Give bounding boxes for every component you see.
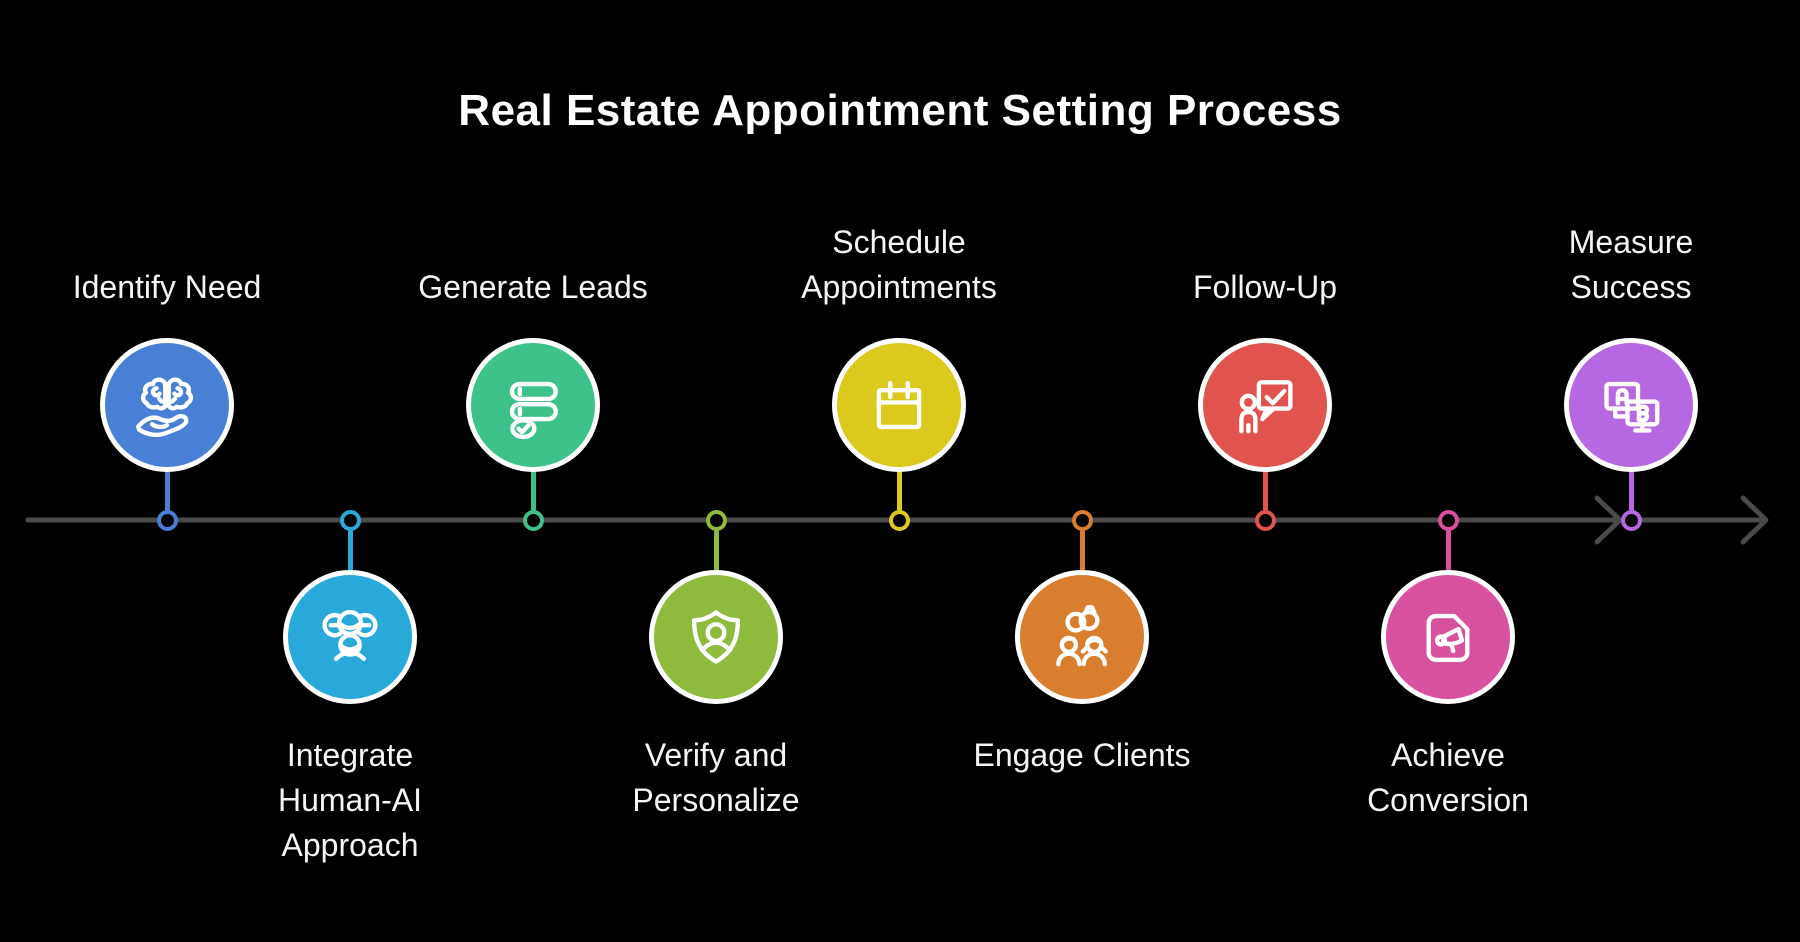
step-label-line: Identify Need [72,269,262,305]
connector-stem [1445,530,1451,571]
step-icon-slot [1589,363,1673,447]
page-title: Real Estate Appointment Setting Process [458,86,1342,135]
step-label-line: Measure [1568,224,1694,260]
step-icon-slot [1223,363,1307,447]
human-ai-group-icon [322,609,378,662]
connector-stem [713,530,719,571]
lead-database-check-icon [509,381,558,440]
timeline-end-arrowhead [1740,495,1769,545]
step-icon-slot [1406,595,1490,679]
step-circle [1198,338,1332,472]
step-circle [1015,570,1149,704]
connector-ring [1071,509,1093,531]
step-icon-slot [857,363,941,447]
step-label-line: Generate Leads [418,269,648,305]
connector-ring [522,509,544,531]
step-circle [466,338,600,472]
step-label-line: Success [1570,269,1692,305]
step-label-line: Achieve [1391,737,1505,773]
connector-ring [1620,509,1642,531]
step-label: Follow-Up [1115,265,1415,310]
calendar-icon [876,380,922,430]
step-circle [283,570,417,704]
step-circle [1564,338,1698,472]
connector-stem [530,471,536,511]
step-icon-slot [1040,595,1124,679]
connector-ring [705,509,727,531]
step-label-line: Engage Clients [973,737,1191,773]
connector-ring [339,509,361,531]
connector-ring [156,509,178,531]
step-circle [649,570,783,704]
clients-couple-rings-icon [1056,605,1108,667]
step-label-line: Human-AI [277,782,423,818]
step-label: Engage Clients [932,733,1232,778]
step-label-line: Approach [281,827,419,863]
step-icon-slot [125,363,209,447]
step-label-line: Personalize [632,782,800,818]
connector-stem [347,530,353,571]
step-label-line: Schedule [832,224,966,260]
megaphone-document-icon [1426,613,1470,662]
step-label-line: Verify and [644,737,788,773]
ab-test-icon [1604,381,1660,433]
connector-ring [1254,509,1276,531]
connector-ring [888,509,910,531]
step-label: Identify Need [17,265,317,310]
step-circle [1381,570,1515,704]
step-icon-slot [491,363,575,447]
brain-in-hand-icon [135,377,194,438]
step-icon-slot [674,595,758,679]
connector-stem [164,471,170,511]
connector-ring [1437,509,1459,531]
connector-stem [1628,471,1634,511]
person-chat-check-icon [1239,380,1293,434]
step-circle [832,338,966,472]
connector-stem [896,471,902,511]
connector-stem [1262,471,1268,511]
timeline-mid-arrowhead [1594,495,1623,545]
connector-stem [1079,530,1085,571]
step-label-line: Follow-Up [1192,269,1338,305]
shield-person-icon [691,610,741,664]
step-label-line: Integrate [286,737,414,773]
step-label: Generate Leads [383,265,683,310]
step-label-line: Appointments [801,269,997,305]
step-circle [100,338,234,472]
step-label-line: Conversion [1367,782,1529,818]
step-icon-slot [308,595,392,679]
